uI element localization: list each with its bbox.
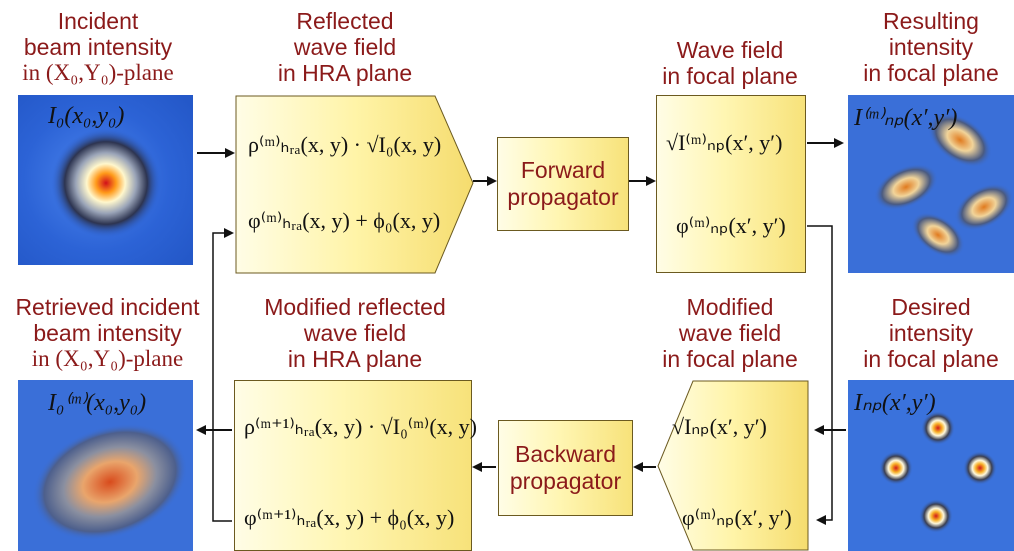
incident-intensity-image: I₀(x₀,y₀) (18, 95, 193, 265)
modified-reflected-box (234, 380, 472, 551)
reflected-box-shape (235, 95, 474, 274)
resulting-image-label: I⁽ᵐ⁾ₙₚ(x′,y′) (854, 105, 958, 131)
resulting-intensity-image: I⁽ᵐ⁾ₙₚ(x′,y′) (848, 95, 1014, 273)
backward-propagator-box: Backward propagator (498, 420, 633, 516)
modified-focal-box-shape (657, 380, 809, 551)
forward-propagator-box: Forward propagator (497, 137, 629, 231)
wave-focal-title: Wave field in focal plane (662, 37, 798, 89)
resulting-title: Resulting intensity in focal plane (863, 8, 999, 86)
reflected-phase-formula: φ⁽ᵐ⁾ₕᵣₐ(x, y) + ϕ₀(x, y) (248, 208, 441, 233)
modified-reflected-title: Modified reflected wave field in HRA pla… (264, 294, 446, 372)
modified-focal-title: Modified wave field in focal plane (662, 294, 798, 372)
reflected-amplitude-formula: ρ⁽ᵐ⁾ₕᵣₐ(x, y) · √I₀(x, y) (248, 132, 442, 157)
retrieved-intensity-image: I₀⁽ᵐ⁾(x₀,y₀) (18, 380, 193, 551)
retrieved-image-label: I₀⁽ᵐ⁾(x₀,y₀) (48, 390, 147, 416)
phase-iteration-line (212, 228, 234, 522)
phase-feedback-line (807, 225, 833, 525)
modified-focal-amplitude-formula: √Iₙₚ(x′, y′) (672, 414, 767, 439)
desired-intensity-image: Iₙₚ(x′,y′) (848, 380, 1014, 551)
incident-image-label: I₀(x₀,y₀) (48, 103, 125, 129)
retrieved-title: Retrieved incident beam intensity in (X₀… (15, 294, 200, 371)
desired-title: Desired intensity in focal plane (863, 294, 999, 372)
focal-phase-formula: φ⁽ᵐ⁾ₙₚ(x′, y′) (676, 213, 786, 238)
focal-amplitude-formula: √I⁽ᵐ⁾ₙₚ(x′, y′) (666, 130, 783, 155)
modified-reflected-amplitude-formula: ρ⁽ᵐ⁺¹⁾ₕᵣₐ(x, y) · √I₀⁽ᵐ⁾(x, y) (244, 414, 477, 439)
incident-title: Incident beam intensity in (X₀,Y₀)-plane (22, 8, 174, 85)
desired-image-label: Iₙₚ(x′,y′) (854, 390, 936, 416)
reflected-title: Reflected wave field in HRA plane (277, 8, 413, 86)
modified-focal-phase-formula: φ⁽ᵐ⁾ₙₚ(x′, y′) (682, 505, 792, 530)
focal-field-box (656, 95, 806, 273)
modified-reflected-phase-formula: φ⁽ᵐ⁺¹⁾ₕᵣₐ(x, y) + ϕ₀(x, y) (244, 505, 455, 530)
